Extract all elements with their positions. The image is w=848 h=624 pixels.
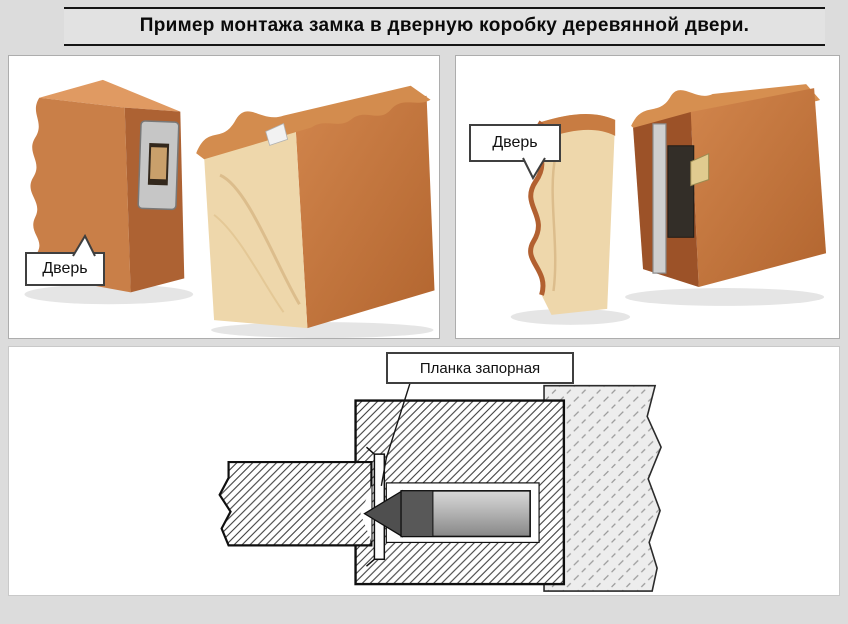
title-bar: Пример монтажа замка в дверную коробку д… xyxy=(64,7,825,46)
lock-cross-section xyxy=(218,379,662,592)
door-callout-right: Дверь xyxy=(469,124,561,181)
latch-case xyxy=(667,145,695,238)
latch-faceplate xyxy=(652,123,667,274)
door-callout-right-label: Дверь xyxy=(492,134,538,151)
latch-bolt-section xyxy=(363,489,531,538)
callout-pointer-icon xyxy=(72,233,96,257)
door-edge-render xyxy=(196,85,435,338)
door-profile-render xyxy=(510,114,631,325)
latch-render-scene xyxy=(510,84,827,325)
section-panel: Планка запорная xyxy=(8,346,840,596)
door-callout-left-label: Дверь xyxy=(42,260,88,277)
render-panel-left: Дверь xyxy=(8,55,440,339)
page-title: Пример монтажа замка в дверную коробку д… xyxy=(139,15,750,36)
strike-plate-label: Планка запорная xyxy=(386,352,574,384)
mortise-notch xyxy=(265,122,289,146)
lock-latch-render xyxy=(625,84,827,306)
strike-plate xyxy=(137,120,180,211)
door-callout-left: Дверь xyxy=(25,233,105,286)
strike-plate-render-scene xyxy=(24,79,435,338)
callout-pointer-icon xyxy=(522,157,546,181)
door-jamb-strike-render xyxy=(24,79,194,305)
latch-bolt xyxy=(690,152,710,187)
render-panel-right: Дверь xyxy=(455,55,840,339)
door-section xyxy=(218,460,373,547)
strike-plate-label-text: Планка запорная xyxy=(419,359,541,377)
leader-line xyxy=(380,379,412,487)
wall-section xyxy=(543,384,662,592)
